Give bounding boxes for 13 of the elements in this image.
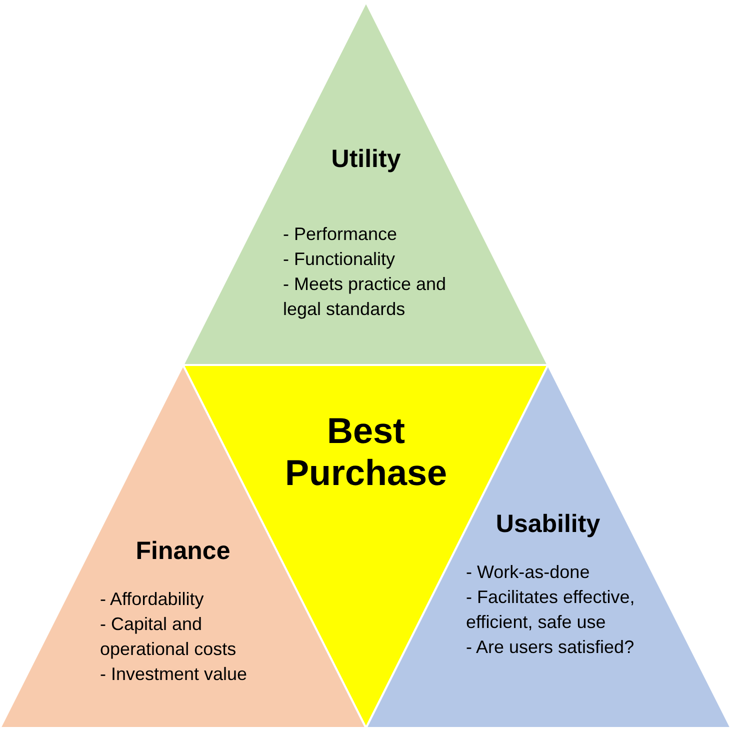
heading: Finance <box>136 537 230 566</box>
bullet-item: - Facilitates effective, efficient, safe use <box>466 586 636 634</box>
bullet-item: - Work-as-done <box>466 561 591 584</box>
bullet-item: - Meets practice and legal standards <box>283 273 448 321</box>
bullet-item: - Are users satisfied? <box>466 636 636 659</box>
center-title: Best Purchase <box>284 410 448 494</box>
bullet-item: - Functionality <box>283 248 396 271</box>
bullet-item: - Performance <box>283 223 398 246</box>
bullet-item: - Capital and operational costs <box>100 613 238 661</box>
heading: Utility <box>331 145 401 174</box>
bullet-item: - Investment value <box>100 663 248 686</box>
heading: Usability <box>496 510 600 539</box>
bullet-item: - Affordability <box>100 588 205 611</box>
